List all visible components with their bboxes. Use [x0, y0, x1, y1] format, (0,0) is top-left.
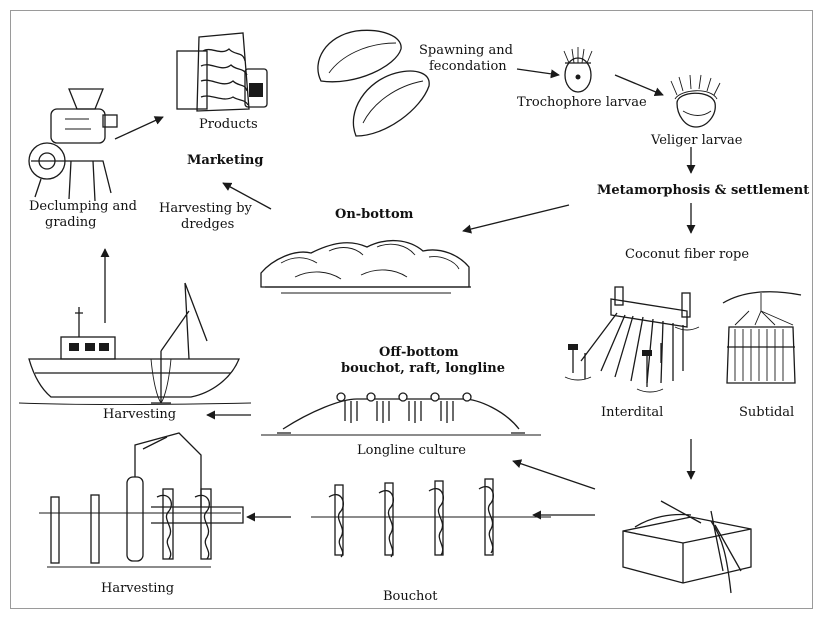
subtidal-label: Subtidal — [739, 405, 795, 420]
dredges-label-line2: dredges — [181, 217, 235, 232]
coconut-rope-label: Coconut fiber rope — [625, 247, 750, 262]
veliger-label: Veliger larvae — [651, 133, 743, 148]
harvesting-bottom-label: Harvesting — [101, 581, 175, 596]
marketing-label: Marketing — [187, 153, 264, 168]
mussel-shells-illustration — [317, 29, 430, 137]
spawning-label-line1: Spawning and — [419, 43, 513, 58]
veliger-larva-illustration — [670, 74, 721, 128]
declumping-machine-illustration — [28, 88, 118, 202]
trochophore-larva-illustration — [563, 47, 593, 93]
subtidal-cage-illustration — [722, 291, 802, 384]
diagram-frame: Spawning and fecondation Trochophore lar… — [10, 10, 813, 609]
flow-arrows — [100, 68, 696, 522]
harvesting-boat-label: Harvesting — [103, 407, 177, 422]
off-bottom-label-line2: bouchot, raft, longline — [341, 361, 505, 376]
diagram-canvas — [18, 29, 802, 594]
interdital-label: Interdital — [601, 405, 664, 420]
off-bottom-label-line1: Off-bottom — [379, 345, 459, 360]
on-bottom-label: On-bottom — [335, 207, 414, 222]
trochophore-label: Trochophore larvae — [517, 95, 647, 110]
declumping-label-line2: grading — [45, 215, 97, 230]
metamorphosis-label: Metamorphosis & settlement — [597, 183, 810, 198]
harvesting-boat-illustration — [18, 282, 252, 405]
products-illustration — [176, 32, 268, 112]
spawning-label-line2: fecondation — [429, 59, 507, 74]
on-bottom-bed-illustration — [260, 240, 471, 294]
declumping-label-line1: Declumping and — [29, 199, 138, 214]
bouchot-label: Bouchot — [383, 589, 438, 604]
longline-label: Longline culture — [357, 443, 466, 458]
bouchot-poles-illustration — [311, 478, 551, 558]
products-label: Products — [199, 117, 258, 132]
collector-crate-illustration — [622, 500, 752, 594]
pole-harvesting-illustration — [39, 432, 244, 568]
interdital-trestle-illustration — [564, 286, 700, 393]
dredges-label-line1: Harvesting by — [159, 201, 252, 216]
longline-culture-illustration — [261, 392, 541, 436]
